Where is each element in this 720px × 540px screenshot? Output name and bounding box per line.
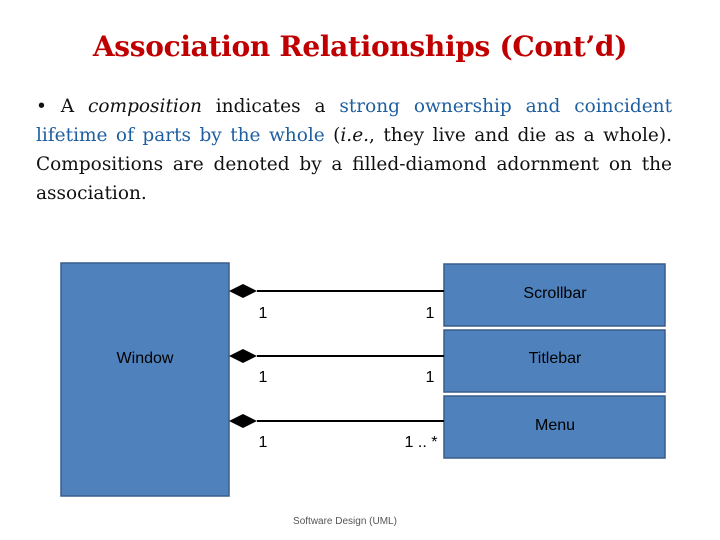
- menu-class-label: Menu: [535, 417, 575, 434]
- scrollbar-class-box: [443, 263, 666, 327]
- whole-multiplicity-scrollbar: 1: [259, 305, 268, 322]
- window-class-label: Window: [117, 350, 174, 367]
- titlebar-class-label: Titlebar: [529, 350, 582, 367]
- whole-multiplicity-titlebar: 1: [259, 369, 268, 386]
- part-multiplicity-scrollbar: 1: [426, 305, 435, 322]
- composition-diamond-scrollbar: [229, 284, 257, 298]
- highlight-text: strong ownership and coincident lifetime…: [36, 96, 672, 146]
- term-composition: composition: [88, 96, 202, 117]
- composition-diamond-menu: [229, 414, 257, 428]
- bullet: •: [36, 96, 47, 117]
- slide-footer: Software Design (UML): [293, 516, 397, 527]
- menu-class-box: [443, 395, 666, 459]
- composition-diamond-titlebar: [229, 349, 257, 363]
- window-class-box: [60, 262, 230, 497]
- whole-multiplicity-menu: 1: [259, 434, 268, 451]
- slide-title: Association Relationships (Cont’d): [92, 30, 628, 63]
- part-multiplicity-titlebar: 1: [426, 369, 435, 386]
- ie-text: i.e.: [340, 125, 370, 146]
- scrollbar-class-label: Scrollbar: [523, 285, 587, 302]
- intro-text: A: [60, 96, 89, 117]
- part-multiplicity-menu: 1 .. *: [405, 434, 438, 451]
- mid-text: indicates a: [201, 96, 340, 117]
- body-paragraph: • A composition indicates a strong owner…: [36, 92, 672, 208]
- rest-text: , they live and die as a whole). Composi…: [36, 125, 672, 204]
- titlebar-class-box: [443, 329, 666, 393]
- paren-open: (: [324, 125, 341, 146]
